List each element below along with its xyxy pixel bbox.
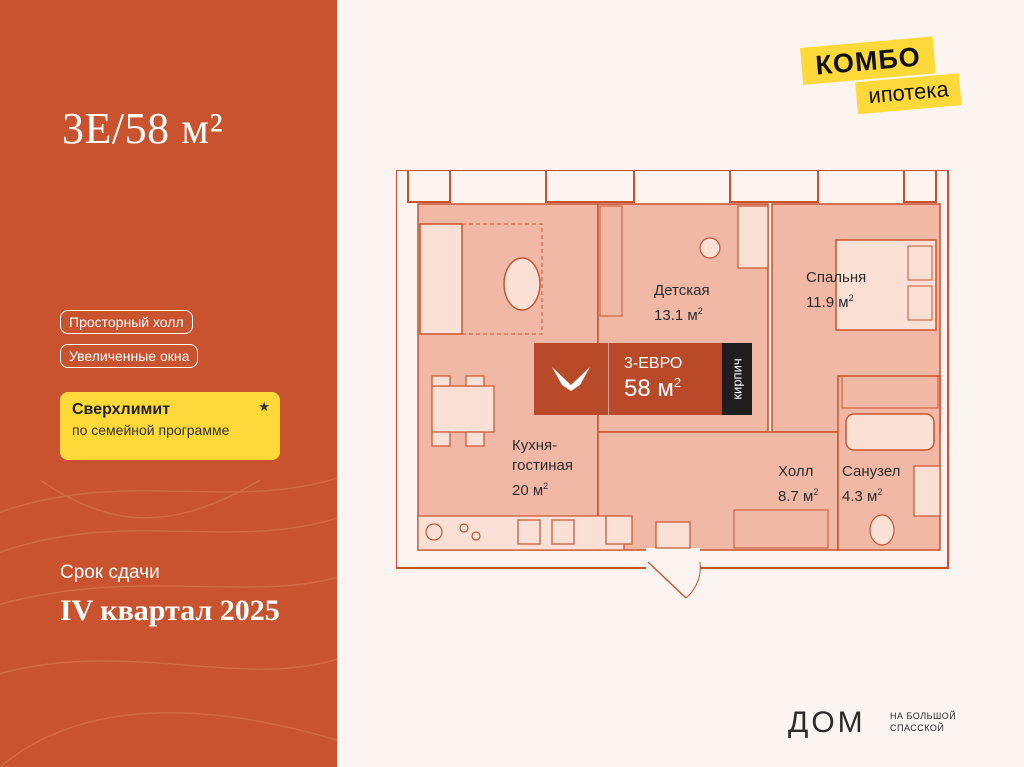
- logo-main: ДОМ: [788, 706, 866, 739]
- left-panel: 3Е/58 м² Просторный холл Увеличенные окн…: [0, 0, 337, 767]
- room-name: Детская: [654, 282, 710, 299]
- floor-plan: [396, 170, 949, 599]
- room-name: Санузел: [842, 463, 901, 480]
- room-hall: [597, 431, 839, 551]
- area-unit-sup: 2: [877, 487, 883, 497]
- promo-card[interactable]: Сверхлимит по семейной программе ★: [60, 392, 280, 460]
- combo-mortgage-badge: КОМБО ипотека: [800, 34, 962, 118]
- plan-area-value: 58 м: [624, 375, 674, 402]
- windows: [407, 170, 937, 203]
- plan-area: 58 м2: [624, 375, 681, 403]
- apartment-title: 3Е/58 м²: [62, 104, 224, 153]
- combo-line2: ипотека: [855, 73, 962, 115]
- material-tag: кирпич: [722, 343, 752, 415]
- room-label-kids: Детская 13.1 м2: [654, 281, 710, 326]
- deadline-label: Срок сдачи: [60, 562, 160, 583]
- room-name-2: гостиная: [512, 457, 573, 474]
- star-icon: ★: [258, 399, 270, 414]
- deadline-value: IV квартал 2025: [60, 594, 280, 627]
- plan-type: 3-ЕВРО: [624, 355, 683, 372]
- room-area: 4.3 м: [842, 488, 878, 505]
- plan-badge: 3-ЕВРО 58 м2: [534, 343, 752, 415]
- badge-divider: [608, 343, 609, 415]
- area-unit-sup: 2: [848, 293, 854, 303]
- plan-area-sup: 2: [673, 375, 682, 390]
- logo-line2: СПАССКОЙ: [890, 723, 945, 733]
- room-area: 20 м: [512, 482, 544, 499]
- material-label: кирпич: [729, 358, 745, 400]
- feature-pill-hall: Просторный холл: [60, 310, 193, 334]
- room-label-kitchen: Кухня- гостиная 20 м2: [512, 436, 573, 501]
- room-name: Спальня: [806, 269, 867, 286]
- room-area: 11.9 м: [806, 294, 849, 311]
- room-name: Кухня-: [512, 437, 558, 454]
- developer-logo: ДОМ НА БОЛЬШОЙ СПАССКОЙ: [788, 706, 956, 740]
- room-area: 13.1 м: [654, 307, 698, 324]
- feature-pill-windows: Увеличенные окна: [60, 344, 199, 368]
- room-label-bathroom: Санузел 4.3 м2: [842, 462, 900, 507]
- logo-line1: НА БОЛЬШОЙ: [890, 711, 957, 721]
- room-label-hall: Холл 8.7 м2: [778, 462, 818, 507]
- room-name: Холл: [778, 463, 814, 480]
- decorative-curves: [0, 477, 337, 767]
- bird-icon: [552, 367, 590, 391]
- promo-title: Сверхлимит: [72, 401, 171, 418]
- area-unit-sup: 2: [697, 306, 703, 316]
- area-unit-sup: 2: [813, 487, 819, 497]
- room-area: 8.7 м: [778, 488, 814, 505]
- area-unit-sup: 2: [543, 481, 549, 491]
- logo-sub: НА БОЛЬШОЙ СПАССКОЙ: [890, 710, 956, 734]
- room-label-bedroom: Спальня 11.9 м2: [806, 268, 866, 313]
- promo-subtitle: по семейной программе: [72, 422, 230, 438]
